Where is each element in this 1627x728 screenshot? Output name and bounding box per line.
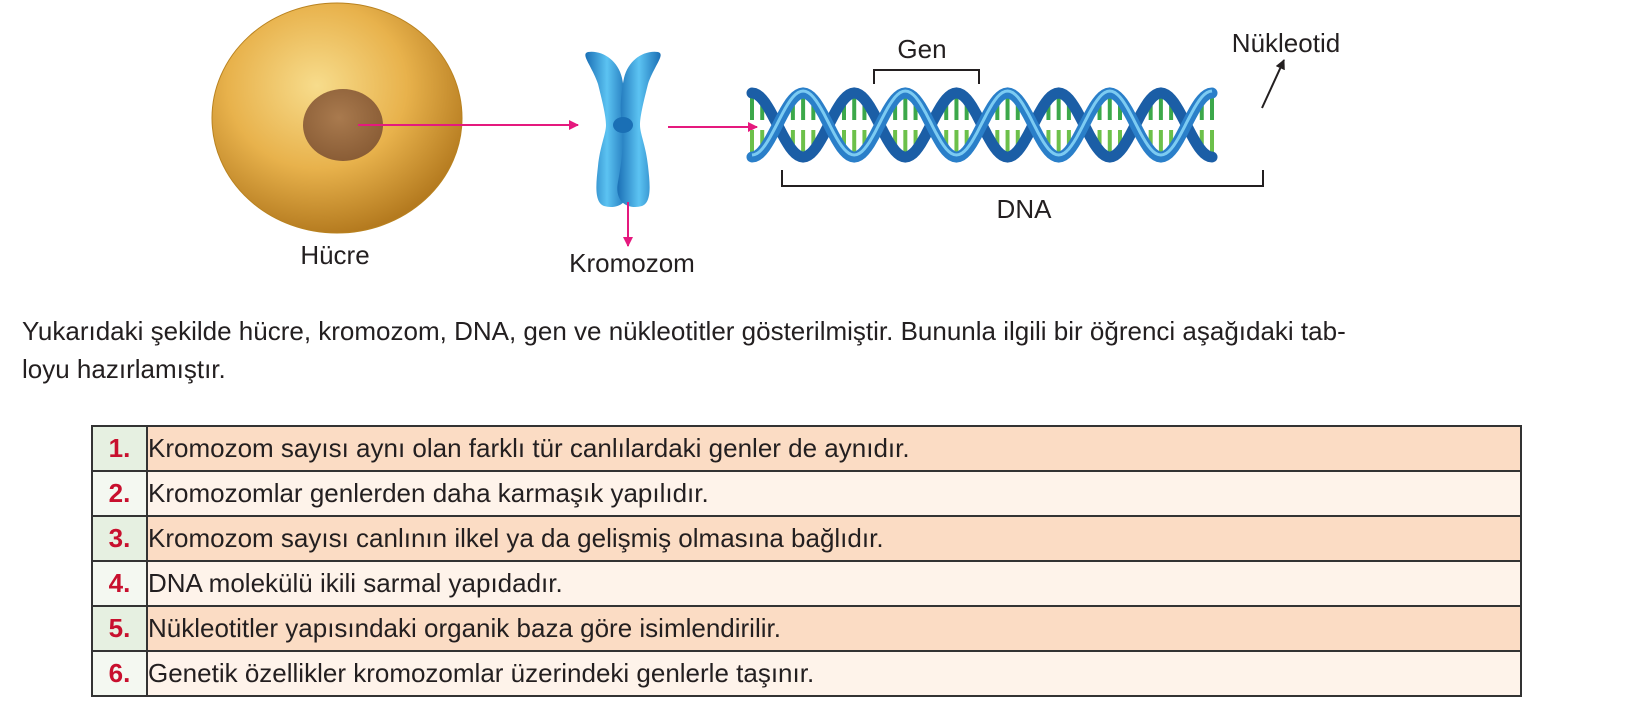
table-row: 4. DNA molekülü ikili sarmal yapıdadır.	[91, 560, 1522, 607]
dna-strand-highlight	[751, 89, 1213, 157]
row-text: DNA molekülü ikili sarmal yapıdadır.	[146, 560, 1522, 607]
paragraph-line-2: loyu hazırlamıştır.	[22, 354, 226, 384]
paragraph-line-1: Yukarıdaki şekilde hücre, kromozom, DNA,…	[22, 316, 1346, 346]
dna-double-helix	[746, 87, 1218, 163]
row-number: 4.	[91, 560, 148, 607]
row-number: 1.	[91, 425, 148, 472]
nucleus	[303, 89, 383, 161]
row-text: Kromozom sayısı aynı olan farklı tür can…	[146, 425, 1522, 472]
description-paragraph: Yukarıdaki şekilde hücre, kromozom, DNA,…	[22, 312, 1612, 388]
table-row: 1. Kromozom sayısı aynı olan farklı tür …	[91, 425, 1522, 472]
nucleotide-arrow	[1261, 59, 1285, 109]
row-text: Kromozom sayısı canlının ilkel ya da gel…	[146, 515, 1522, 562]
row-text: Genetik özellikler kromozomlar üzerindek…	[146, 650, 1522, 697]
table-row: 3. Kromozom sayısı canlının ilkel ya da …	[91, 515, 1522, 562]
chromosome-label: Kromozom	[569, 248, 695, 278]
gene-label: Gen	[897, 34, 946, 64]
row-number: 5.	[91, 605, 148, 652]
row-number: 6.	[91, 650, 148, 697]
cell-label: Hücre	[300, 240, 369, 270]
chromosome-illustration	[585, 51, 661, 207]
cell-illustration	[211, 2, 463, 234]
dna-label: DNA	[997, 194, 1053, 224]
statements-table: 1. Kromozom sayısı aynı olan farklı tür …	[91, 425, 1522, 697]
table-row: 5. Nükleotitler yapısındaki organik baza…	[91, 605, 1522, 652]
row-text: Nükleotitler yapısındaki organik baza gö…	[146, 605, 1522, 652]
biology-diagram: Hücre Kromozom Gen Nükleotid DNA	[211, 2, 1340, 278]
gene-bracket	[873, 69, 980, 84]
row-number: 2.	[91, 470, 148, 517]
row-number: 3.	[91, 515, 148, 562]
table-row: 6. Genetik özellikler kromozomlar üzerin…	[91, 650, 1522, 697]
row-text: Kromozomlar genlerden daha karmaşık yapı…	[146, 470, 1522, 517]
table-row: 2. Kromozomlar genlerden daha karmaşık y…	[91, 470, 1522, 517]
nucleotide-label: Nükleotid	[1232, 28, 1340, 58]
dna-bracket	[781, 170, 1264, 187]
